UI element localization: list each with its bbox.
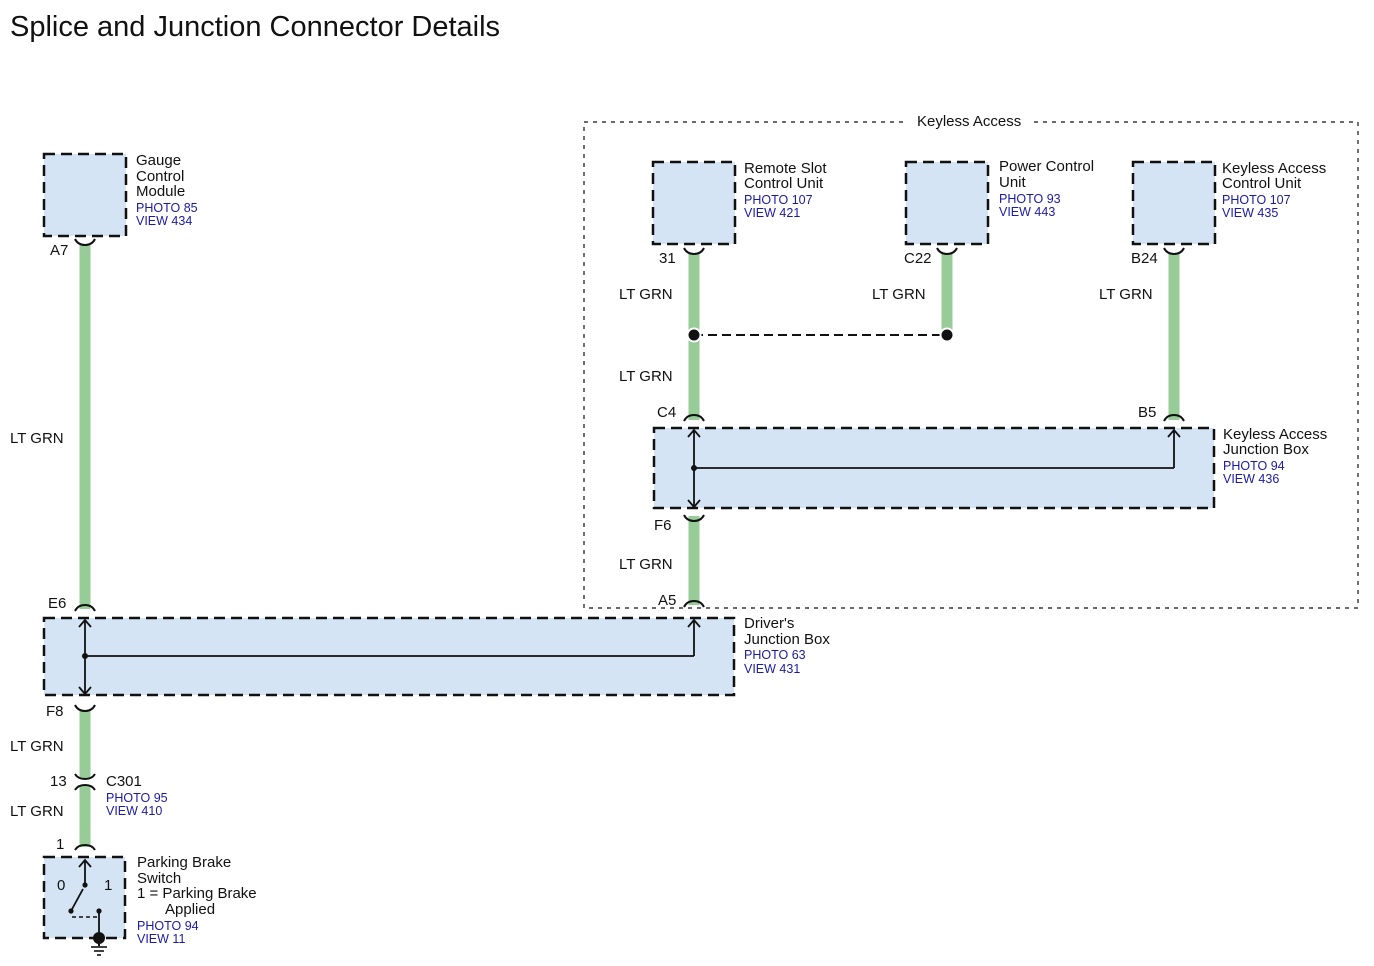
remote-slot-control-unit-label: Remote Slot Control Unit PHOTO 107 VIEW … (744, 160, 827, 220)
power-control-unit-box (904, 160, 990, 246)
gauge-control-module-box (42, 152, 128, 238)
name-line: Control (136, 168, 184, 185)
wire-color-label: LT GRN (872, 286, 926, 303)
view-ref: VIEW 11 (137, 932, 185, 946)
name-line: 1 = Parking Brake (137, 885, 257, 902)
drivers-junction-box-label: Driver's Junction Box PHOTO 63 VIEW 431 (744, 615, 830, 676)
pin-f8: F8 (46, 703, 64, 720)
keyless-access-control-unit-box (1131, 160, 1217, 246)
connector-cups (74, 238, 1185, 851)
switch-position-0: 0 (57, 877, 65, 894)
pin-f6: F6 (654, 517, 672, 534)
name-line: Junction Box (744, 631, 830, 648)
name-line: Module (136, 183, 185, 200)
name-line: Remote Slot (744, 160, 827, 177)
name-line: Keyless Access (1223, 426, 1327, 443)
pin-a5: A5 (658, 592, 676, 609)
gauge-control-module-label: Gauge Control Module PHOTO 85 VIEW 434 (136, 152, 198, 228)
connector-name: C301 (106, 773, 142, 790)
page-title: Splice and Junction Connector Details (10, 11, 500, 43)
keyless-jb-internal-trace (687, 428, 1181, 509)
splice-point-right (939, 327, 955, 343)
photo-ref: PHOTO 93 (999, 192, 1061, 206)
wire-color-label: LT GRN (1099, 286, 1153, 303)
photo-ref: PHOTO 95 (106, 791, 168, 805)
power-control-unit-label: Power Control Unit PHOTO 93 VIEW 443 (999, 158, 1094, 219)
name-line: Junction Box (1223, 441, 1309, 458)
remote-slot-control-unit-box (651, 160, 737, 246)
parking-brake-switch-label: Parking Brake Switch 1 = Parking Brake A… (137, 854, 257, 946)
splice-point-left (686, 327, 702, 343)
name-line: Switch (137, 870, 181, 887)
name-line: Gauge (136, 152, 181, 169)
parking-brake-switch-contacts (68, 858, 102, 938)
name-line: Parking Brake (137, 854, 231, 871)
keyless-access-group-label: Keyless Access (917, 113, 1021, 130)
ground-icon (91, 932, 107, 956)
connector-c301-label: C301 PHOTO 95 VIEW 410 (106, 773, 168, 818)
view-ref: VIEW 431 (744, 662, 800, 676)
wire-color-labels: LT GRN LT GRN LT GRN LT GRN LT GRN LT GR… (10, 286, 1153, 820)
photo-ref: PHOTO 107 (744, 193, 813, 207)
wire-color-label: LT GRN (619, 286, 673, 303)
wire-color-label: LT GRN (10, 803, 64, 820)
wire-color-label: LT GRN (10, 738, 64, 755)
pin-b5: B5 (1138, 404, 1156, 421)
name-line: Keyless Access (1222, 160, 1326, 177)
name-line: Unit (999, 174, 1027, 191)
view-ref: VIEW 436 (1223, 472, 1279, 486)
pin-a7: A7 (50, 242, 68, 259)
photo-ref: PHOTO 94 (137, 919, 199, 933)
pin-b24: B24 (1131, 250, 1158, 267)
pin-c4: C4 (657, 404, 676, 421)
photo-ref: PHOTO 63 (744, 648, 806, 662)
pin-13: 13 (50, 773, 67, 790)
pin-31: 31 (659, 250, 676, 267)
pin-1: 1 (56, 836, 64, 853)
view-ref: VIEW 421 (744, 206, 800, 220)
wire-color-label: LT GRN (619, 368, 673, 385)
pin-labels: A7 E6 F8 13 1 31 C22 B24 C4 B5 F6 A5 (46, 242, 1158, 853)
photo-ref: PHOTO 94 (1223, 459, 1285, 473)
name-line: Power Control (999, 158, 1094, 175)
keyless-access-control-unit-label: Keyless Access Control Unit PHOTO 107 VI… (1222, 160, 1326, 220)
view-ref: VIEW 435 (1222, 206, 1278, 220)
wire-color-label: LT GRN (619, 556, 673, 573)
name-line: Control Unit (744, 175, 824, 192)
switch-position-1: 1 (104, 877, 112, 894)
name-line: Applied (165, 901, 215, 918)
view-ref: VIEW 410 (106, 804, 162, 818)
name-line: Control Unit (1222, 175, 1302, 192)
view-ref: VIEW 443 (999, 205, 1055, 219)
view-ref: VIEW 434 (136, 214, 192, 228)
pin-e6: E6 (48, 595, 66, 612)
drivers-jb-internal-trace (78, 618, 701, 696)
keyless-access-junction-box-label: Keyless Access Junction Box PHOTO 94 VIE… (1223, 426, 1327, 486)
pin-c22: C22 (904, 250, 932, 267)
name-line: Driver's (744, 615, 794, 632)
photo-ref: PHOTO 85 (136, 201, 198, 215)
group-label-backdrop (908, 110, 1034, 130)
wire-color-label: LT GRN (10, 430, 64, 447)
photo-ref: PHOTO 107 (1222, 193, 1291, 207)
